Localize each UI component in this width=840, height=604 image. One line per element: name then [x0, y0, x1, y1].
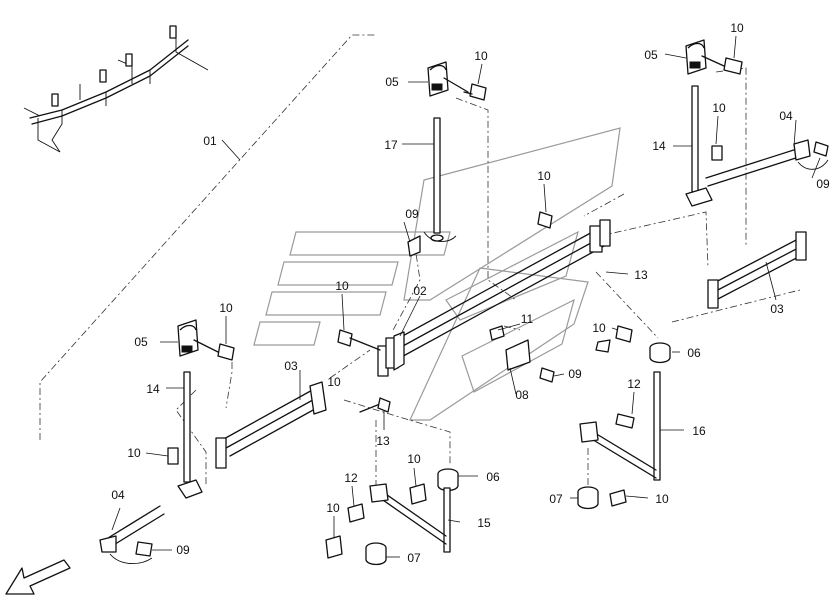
top-clamp-assembly: [407, 61, 487, 257]
callout-09-right: 09: [816, 177, 830, 191]
callout-labels: 01 02 03 03 04 04 05 05 05 06 06 07 07 0…: [111, 21, 830, 565]
callout-15: 15: [477, 516, 491, 530]
callout-10-beam-right: 10: [537, 169, 551, 183]
callout-17: 17: [384, 138, 398, 152]
assembled-overview: [23, 25, 209, 153]
callout-04-left: 04: [111, 488, 125, 502]
right-support-assembly: [577, 325, 671, 510]
direction-arrow: [5, 559, 71, 595]
callout-06-bottom: 06: [486, 470, 500, 484]
bolt-13-center: [359, 397, 391, 413]
callout-07-right: 07: [549, 492, 563, 506]
callout-10-left-rod: 10: [127, 446, 141, 460]
main-beam: [337, 211, 611, 377]
plate-assembly: [489, 325, 555, 383]
callout-12-right: 12: [627, 377, 641, 391]
callout-09-left: 09: [176, 543, 190, 557]
callout-10-bottom-support: 10: [407, 452, 421, 466]
callout-02: 02: [413, 284, 427, 298]
callout-07-bottom: 07: [407, 551, 421, 565]
callout-13-right: 13: [634, 268, 648, 282]
callout-05-left: 05: [134, 335, 148, 349]
callout-10-beam-left: 10: [335, 279, 349, 293]
callout-09-top: 09: [405, 207, 419, 221]
callout-14-left: 14: [146, 382, 160, 396]
callout-08: 08: [515, 388, 529, 402]
callout-16: 16: [692, 424, 706, 438]
leader-lines: [111, 35, 821, 558]
assembly-centerlines: [39, 34, 801, 490]
callout-10-right-rod: 10: [712, 101, 726, 115]
callout-10-bottom-left: 10: [326, 501, 340, 515]
right-beam: [707, 231, 807, 309]
callout-12-bottom: 12: [344, 471, 358, 485]
callout-05-right: 05: [644, 48, 658, 62]
callout-13-center: 13: [376, 434, 390, 448]
callout-11: 11: [521, 312, 534, 326]
callout-01: 01: [203, 134, 217, 148]
callout-10-bottom-right: 10: [655, 492, 669, 506]
left-clamp-assembly: [99, 319, 235, 564]
callout-14-right: 14: [652, 139, 666, 153]
callout-10-left-clamp: 10: [219, 301, 233, 315]
callout-03-right: 03: [770, 302, 784, 316]
callout-09-center: 09: [568, 367, 582, 381]
watermark-logo: [253, 127, 621, 421]
left-beam: [215, 381, 327, 469]
right-clamp-assembly: [685, 39, 829, 207]
callout-10-top-clamp: 10: [474, 49, 488, 63]
callout-05-top: 05: [385, 75, 399, 89]
callout-10-center: 10: [327, 375, 341, 389]
callout-10-right-clamp: 10: [730, 21, 744, 35]
callout-10-right-support: 10: [592, 321, 606, 335]
callout-06-right: 06: [687, 346, 701, 360]
callout-04-right: 04: [779, 109, 793, 123]
callout-03-left: 03: [284, 359, 298, 373]
